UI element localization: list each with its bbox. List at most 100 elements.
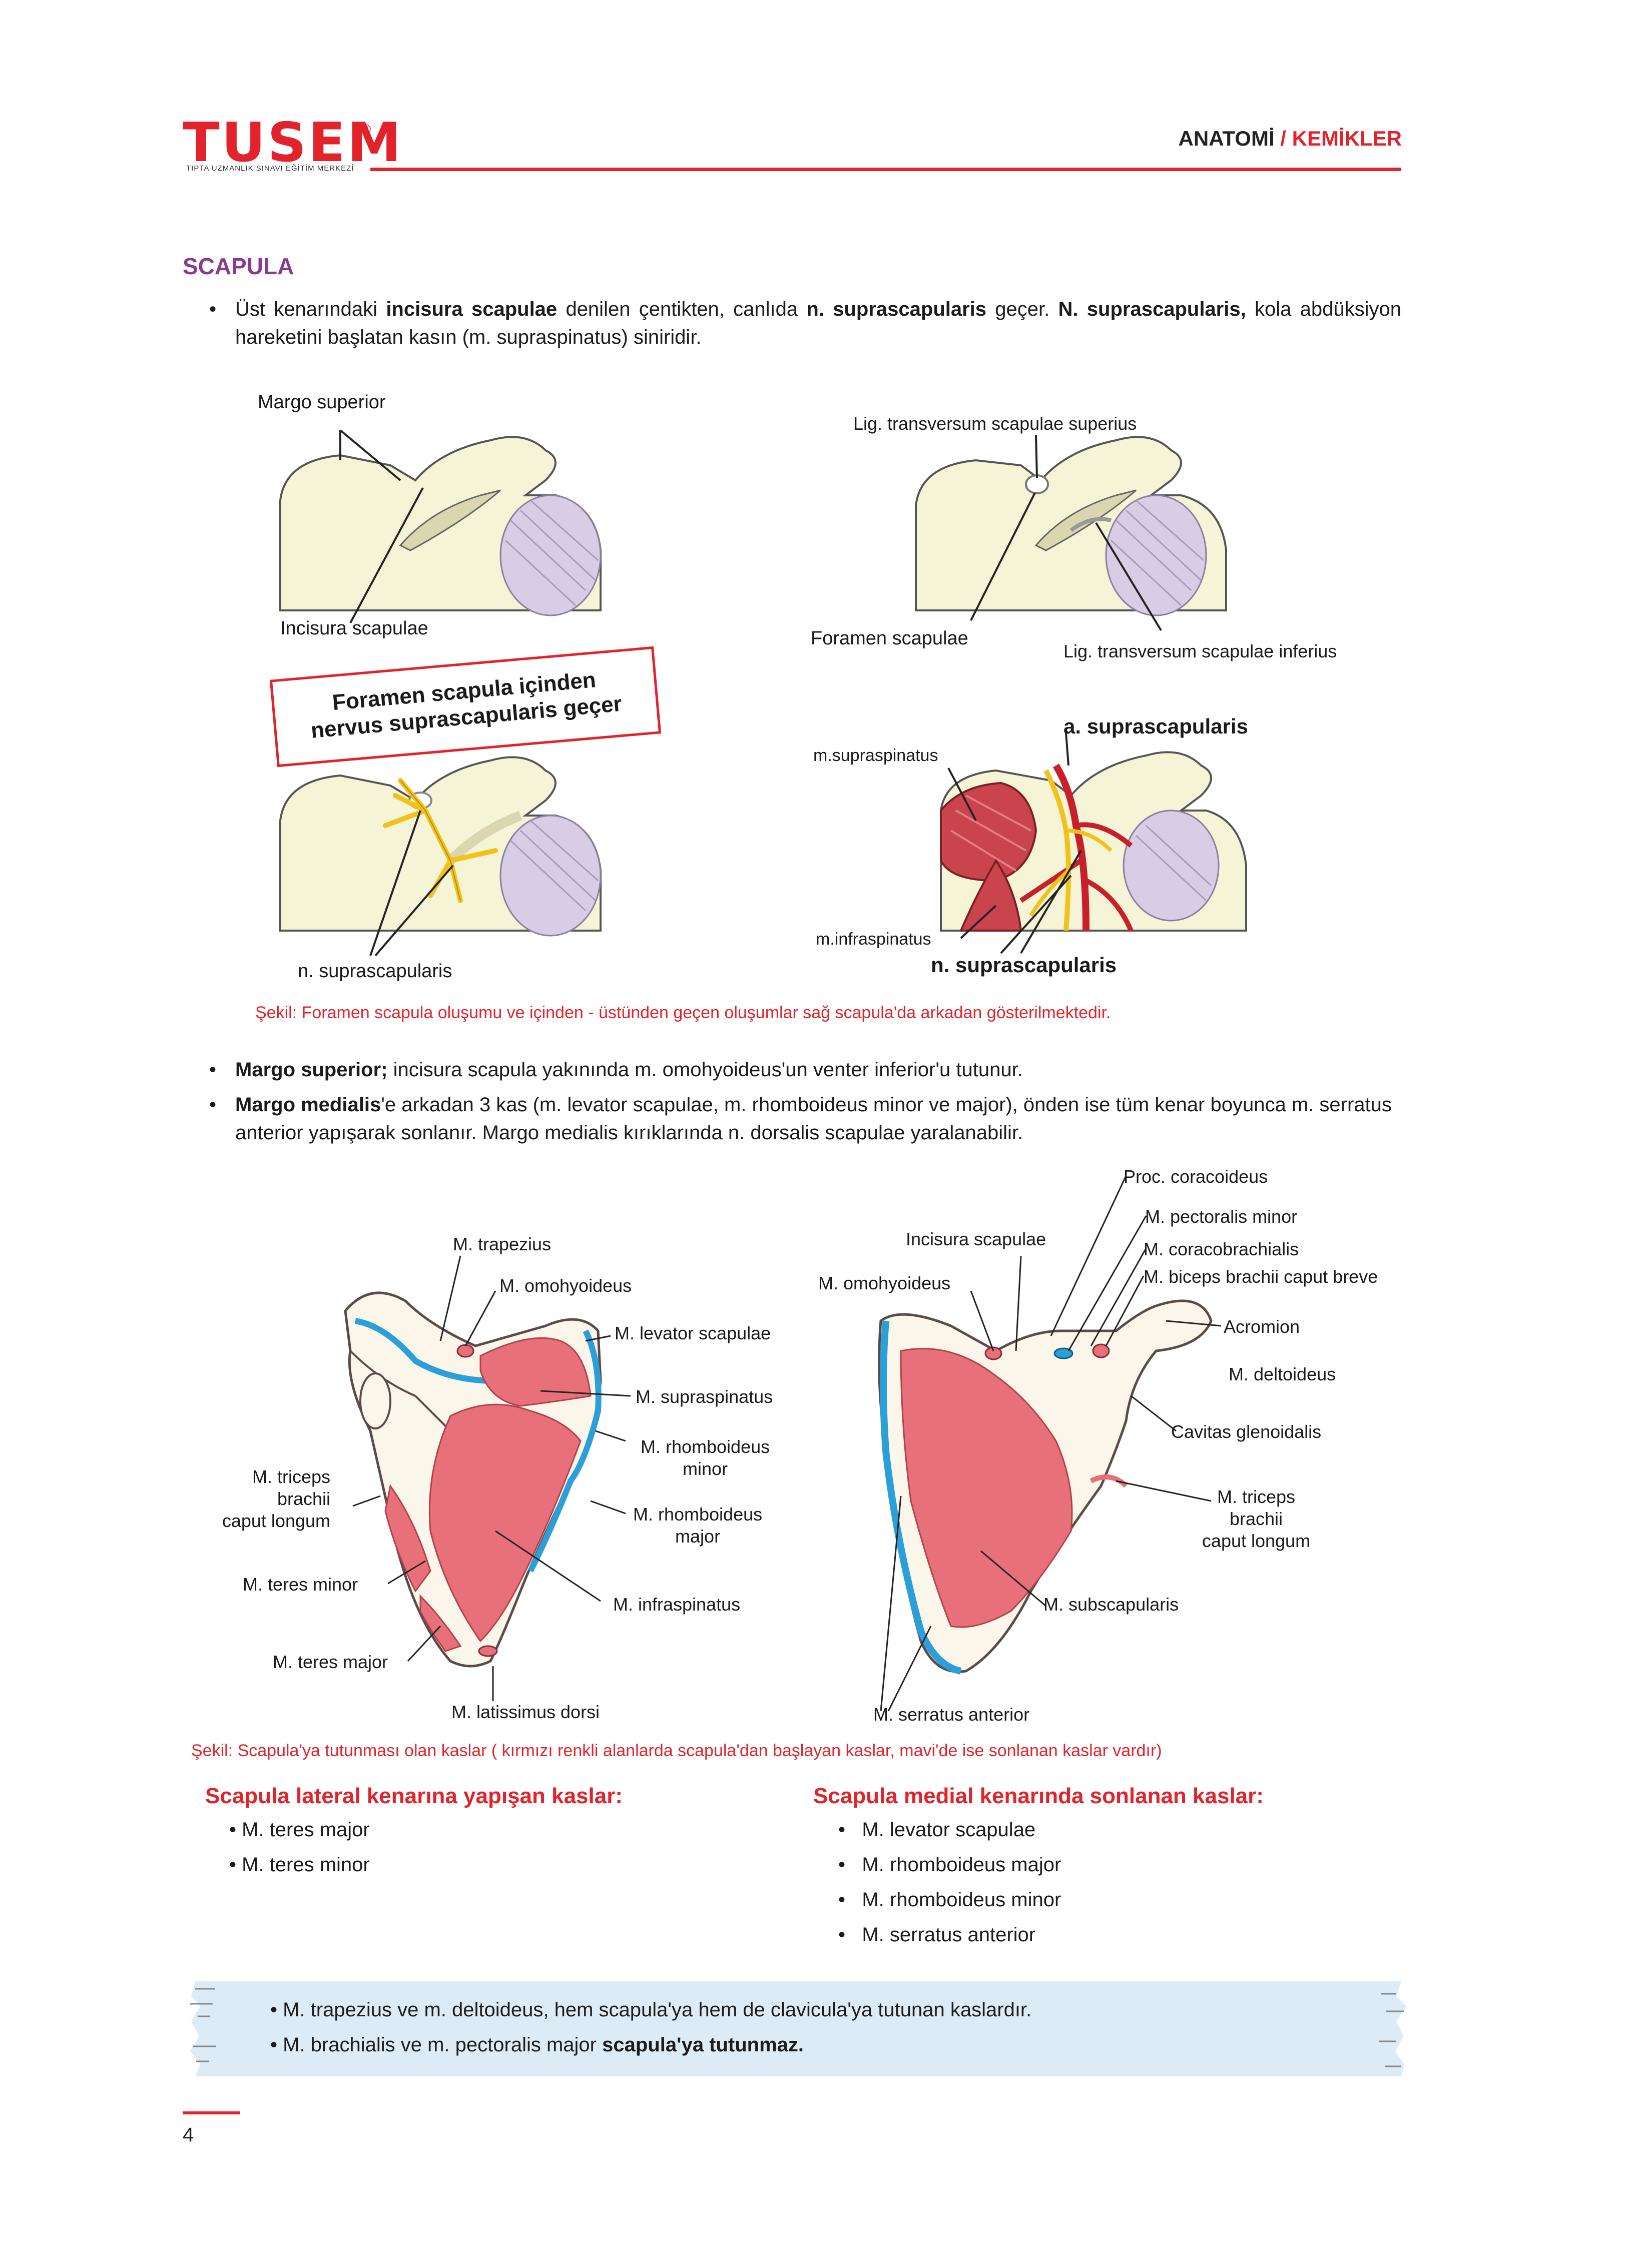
rhomb-major-line2: major	[675, 1526, 721, 1547]
section-main: ANATOMİ	[1178, 127, 1275, 150]
label-infraspinatus: M. infraspinatus	[613, 1594, 741, 1615]
label-foramen-scapulae: Foramen scapulae	[811, 628, 968, 649]
label-deltoideus: M. deltoideus	[1229, 1364, 1336, 1384]
margo-medialis-text: 'e arkadan 3 kas (m. levator scapulae, m…	[235, 1094, 1392, 1144]
lateral-item-text: M. teres minor	[242, 1854, 370, 1876]
rhomb-major-line1: M. rhomboideus	[633, 1504, 763, 1525]
label-latissimus-dorsi: M. latissimus dorsi	[451, 1702, 600, 1722]
label-n-suprascapularis-left: n. suprascapularis	[298, 961, 452, 982]
intro-t5: geçer.	[986, 298, 1058, 320]
intro-t2: incisura scapulae	[386, 298, 558, 320]
scapula-top-left-illustration	[279, 429, 602, 623]
label-margo-superior: Margo superior	[258, 392, 386, 413]
triceps-left-line3: caput longum	[222, 1510, 330, 1531]
label-levator-scapulae: M. levator scapulae	[615, 1323, 771, 1343]
label-subscapularis: M. subscapularis	[1043, 1594, 1179, 1615]
note-item-2: • M. brachialis ve m. pectoralis major s…	[270, 2034, 804, 2056]
note-text-1: M. trapezius ve m. deltoideus, hem scapu…	[283, 1999, 1032, 2021]
section-separator: /	[1274, 127, 1292, 150]
note-item-1: • M. trapezius ve m. deltoideus, hem sca…	[270, 1999, 1032, 2021]
lateral-item-text: M. teres major	[242, 1819, 370, 1841]
triceps-left-line2: brachii	[277, 1488, 330, 1509]
note-text-2a: M. brachialis ve m. pectoralis major	[283, 2034, 603, 2056]
header-rule	[370, 168, 1401, 171]
label-teres-major: M. teres major	[273, 1652, 388, 1672]
label-omohyoideus-right: M. omohyoideus	[818, 1273, 951, 1293]
intro-t3: denilen çentikten, canlıda	[557, 298, 807, 320]
lateral-list-title: Scapula lateral kenarına yapışan kaslar:	[205, 1784, 623, 1808]
label-omohyoideus-left: M. omohyoideus	[499, 1275, 632, 1296]
scapula-artery-illustration	[940, 732, 1247, 954]
label-proc-coracoideus: Proc. coracoideus	[1124, 1166, 1268, 1187]
label-coracobrachialis: M. coracobrachialis	[1144, 1239, 1299, 1259]
medial-item-text: M. levator scapulae	[862, 1819, 1036, 1841]
label-n-suprascapularis-right: n. suprascapularis	[931, 953, 1117, 977]
label-pectoralis-minor: M. pectoralis minor	[1145, 1206, 1298, 1227]
medial-item-text: M. rhomboideus major	[862, 1854, 1061, 1876]
section-sub: KEMİKLER	[1292, 127, 1402, 150]
figure2-caption: Şekil: Scapula'ya tutunması olan kaslar …	[191, 1741, 1162, 1760]
medial-list-title: Scapula medial kenarında sonlanan kaslar…	[813, 1784, 1264, 1808]
margo-superior-text: incisura scapula yakınında m. omohyoideu…	[387, 1059, 1023, 1081]
label-supraspinatus: M. supraspinatus	[636, 1386, 773, 1407]
lateral-list-item: • M. teres major	[229, 1819, 370, 1841]
label-teres-minor: M. teres minor	[243, 1574, 358, 1595]
label-trapezius: M. trapezius	[453, 1234, 552, 1254]
scapula-posterior-muscles-illustration	[344, 1255, 631, 1701]
label-m-supraspinatus: m.supraspinatus	[813, 746, 938, 765]
tusem-logo: TUSEM	[183, 112, 403, 174]
intro-t4: n. suprascapularis	[806, 298, 987, 320]
medial-list-item: • M. rhomboideus minor	[838, 1889, 1061, 1911]
intro-bullet: • Üst kenarındaki incisura scapulae deni…	[209, 295, 1401, 351]
lateral-list-item: • M. teres minor	[229, 1854, 370, 1876]
scapula-nerve-illustration	[279, 756, 602, 957]
bullet-dot: •	[209, 298, 217, 320]
rhomb-minor-line2: minor	[683, 1458, 728, 1479]
registered-mark: ®	[361, 122, 371, 137]
logo-subtitle: TIPTA UZMANLIK SINAVI EĞİTİM MERKEZİ	[186, 164, 354, 173]
bullet-dot: •	[209, 1094, 217, 1116]
label-lig-superius: Lig. transversum scapulae superius	[853, 413, 1137, 434]
label-incisura-scapulae: Incisura scapulae	[280, 618, 428, 639]
intro-t1: Üst kenarındaki	[235, 298, 386, 320]
label-serratus-anterior: M. serratus anterior	[873, 1704, 1030, 1725]
note-text-2b: scapula'ya tutunmaz.	[602, 2034, 804, 2056]
section-title: ANATOMİ / KEMİKLER	[1179, 127, 1402, 151]
page-title: SCAPULA	[183, 253, 294, 279]
medial-item-text: M. rhomboideus minor	[862, 1889, 1061, 1911]
triceps-right-line3: caput longum	[1202, 1531, 1311, 1551]
label-biceps-caput-breve: M. biceps brachii caput breve	[1144, 1266, 1378, 1287]
figure1-caption: Şekil: Foramen scapula oluşumu ve içinde…	[255, 1003, 1111, 1022]
label-cavitas-glenoidalis: Cavitas glenoidalis	[1171, 1421, 1322, 1442]
scapula-anterior-muscles-illustration	[878, 1175, 1222, 1712]
triceps-right-line1: M. triceps	[1217, 1486, 1296, 1507]
bullet-dot: •	[209, 1059, 217, 1081]
triceps-left-line1: M. triceps	[252, 1466, 330, 1487]
note-torn-edges	[190, 1981, 1406, 2076]
rhomb-minor-line1: M. rhomboideus	[641, 1436, 770, 1457]
intro-t6: N. suprascapularis,	[1058, 298, 1246, 320]
scapula-top-right-illustration	[915, 435, 1227, 631]
label-m-infraspinatus: m.infraspinatus	[816, 930, 931, 949]
medial-list-item: • M. serratus anterior	[838, 1924, 1036, 1946]
margo-superior-bold: Margo superior;	[235, 1059, 388, 1081]
bullet-margo-medialis: • Margo medialis'e arkadan 3 kas (m. lev…	[209, 1091, 1401, 1147]
medial-list-item: • M. rhomboideus major	[838, 1854, 1061, 1876]
label-a-suprascapularis: a. suprascapularis	[1063, 714, 1248, 738]
margo-medialis-bold: Margo medialis	[235, 1094, 381, 1116]
label-acromion: Acromion	[1224, 1316, 1300, 1337]
triceps-right-line2: brachii	[1229, 1508, 1283, 1529]
medial-item-text: M. serratus anterior	[862, 1924, 1036, 1946]
intro-t7: kola abdüksiyon hareketini başlatan kası…	[235, 298, 1401, 348]
page-number-rule	[183, 2111, 240, 2114]
label-incisura-scapulae-2: Incisura scapulae	[906, 1229, 1046, 1249]
page-number: 4	[183, 2124, 194, 2146]
medial-list-item: • M. levator scapulae	[838, 1819, 1036, 1841]
label-lig-inferius: Lig. transversum scapulae inferius	[1063, 641, 1337, 661]
bullet-margo-superior: • Margo superior; incisura scapula yakın…	[209, 1056, 1401, 1084]
